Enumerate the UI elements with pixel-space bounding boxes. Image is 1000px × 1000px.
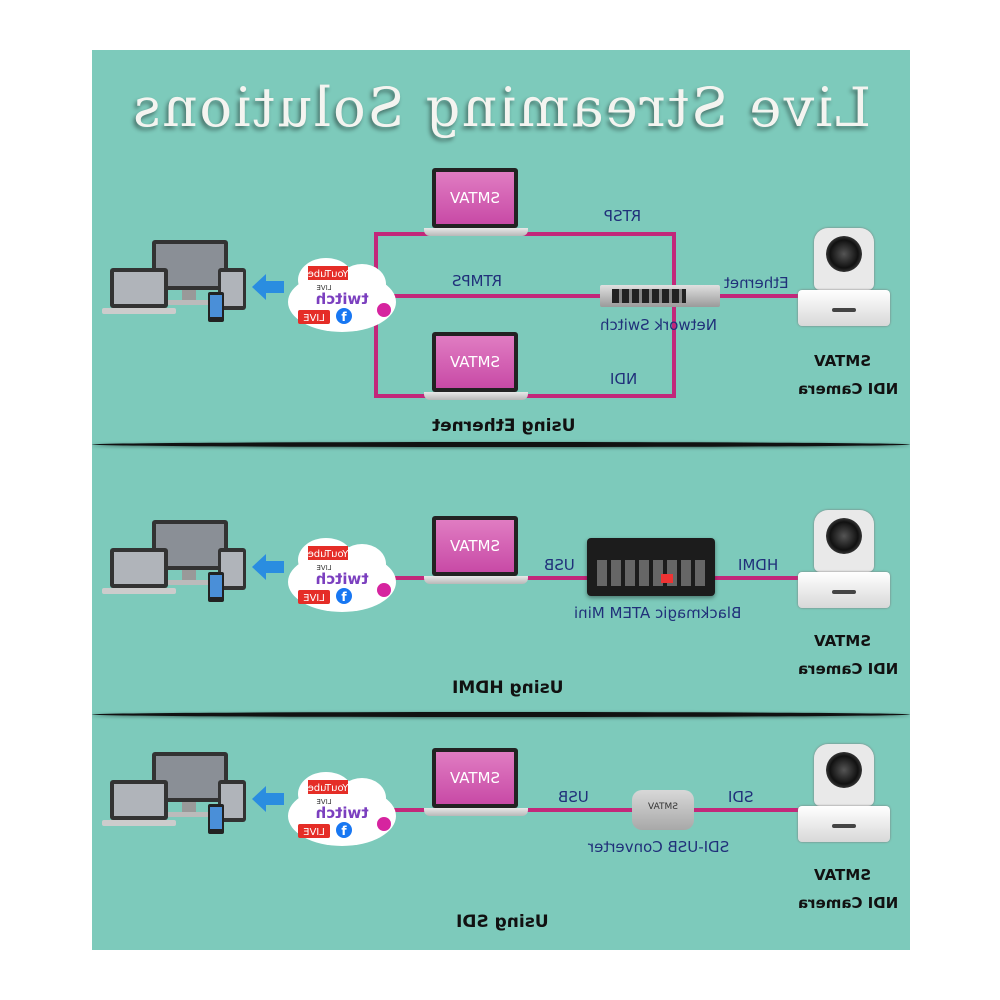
rtsp-label: RTSP bbox=[604, 207, 642, 225]
atem-mini-label: Blackmagic ATEM Mini bbox=[574, 604, 742, 622]
diagram-canvas: Live Streaming Solutions RTSP RTMPS NDI … bbox=[92, 50, 910, 950]
youtube-live-text: LIVE bbox=[316, 798, 331, 806]
usb-label: USB bbox=[544, 556, 575, 574]
camera-brand-label: SMTAV bbox=[814, 866, 871, 884]
live-badge-text: LIVE bbox=[303, 827, 325, 838]
youtube-logo-text: YouTube bbox=[308, 549, 350, 560]
laptop-icon: SMTAV bbox=[424, 168, 528, 242]
laptop-screen-label: SMTAV bbox=[449, 189, 501, 207]
devices-icon bbox=[96, 518, 246, 608]
rtsp-wire-right bbox=[672, 232, 676, 398]
laptop-icon: SMTAV bbox=[424, 332, 528, 406]
hdmi-wire bbox=[714, 576, 808, 580]
sdi-caption: Using SDI bbox=[456, 912, 549, 932]
twitch-logo-text: twitch bbox=[316, 290, 369, 308]
ethernet-caption: Using Ethernet bbox=[432, 416, 576, 436]
rtmps-wire bbox=[392, 294, 602, 298]
youtube-logo-text: YouTube bbox=[308, 783, 350, 794]
sdi-wire bbox=[692, 808, 808, 812]
facebook-icon: f bbox=[341, 590, 347, 604]
section-divider bbox=[92, 442, 910, 447]
ptz-camera-icon bbox=[792, 744, 892, 844]
ndi-label: NDI bbox=[610, 370, 638, 388]
section-divider bbox=[92, 712, 910, 717]
facebook-icon: f bbox=[341, 310, 347, 324]
cloud-platforms-icon: YouTube LIVE twitch LIVE f bbox=[286, 532, 401, 617]
hdmi-label: HDMI bbox=[738, 556, 779, 574]
camera-model-label: NDI Camera bbox=[798, 660, 899, 678]
network-switch-icon bbox=[600, 285, 720, 307]
laptop-screen-label: SMTAV bbox=[449, 769, 501, 787]
arrow-left-icon bbox=[252, 272, 284, 302]
ethernet-label: Ethernet bbox=[724, 274, 789, 292]
usb-label: USB bbox=[558, 788, 589, 806]
live-badge-text: LIVE bbox=[303, 593, 325, 604]
sdi-converter-icon: SMTAV bbox=[632, 790, 694, 830]
rtmps-label: RTMPS bbox=[452, 272, 503, 290]
converter-brand-label: SMTAV bbox=[648, 802, 679, 812]
laptop-screen-label: SMTAV bbox=[449, 537, 501, 555]
ptz-camera-icon bbox=[792, 228, 892, 328]
youtube-logo-text: YouTube bbox=[308, 269, 350, 280]
facebook-icon: f bbox=[341, 824, 347, 838]
atem-mini-icon bbox=[587, 538, 715, 596]
camera-brand-label: SMTAV bbox=[814, 352, 871, 370]
laptop-screen-label: SMTAV bbox=[449, 353, 501, 371]
arrow-left-icon bbox=[252, 552, 284, 582]
hdmi-caption: Using HDMI bbox=[452, 678, 564, 698]
twitch-logo-text: twitch bbox=[316, 570, 369, 588]
devices-icon bbox=[96, 750, 246, 840]
camera-model-label: NDI Camera bbox=[798, 894, 899, 912]
ethernet-wire bbox=[718, 294, 808, 298]
laptop-icon: SMTAV bbox=[424, 748, 528, 822]
arrow-left-icon bbox=[252, 784, 284, 814]
live-badge-text: LIVE bbox=[303, 313, 325, 324]
youtube-live-text: LIVE bbox=[316, 284, 331, 292]
network-switch-label: Network Switch bbox=[600, 316, 717, 334]
laptop-icon: SMTAV bbox=[424, 516, 528, 590]
devices-icon bbox=[96, 238, 246, 328]
ptz-camera-icon bbox=[792, 510, 892, 610]
sdi-label: SDI bbox=[728, 788, 754, 806]
twitch-logo-text: twitch bbox=[316, 804, 369, 822]
cloud-platforms-icon: YouTube LIVE twitch LIVE f bbox=[286, 766, 401, 851]
cloud-platforms-icon: YouTube LIVE twitch LIVE f bbox=[286, 252, 401, 337]
camera-brand-label: SMTAV bbox=[814, 632, 871, 650]
youtube-live-text: LIVE bbox=[316, 564, 331, 572]
sdi-converter-label: SDI-USB Converter bbox=[588, 838, 730, 856]
camera-model-label: NDI Camera bbox=[798, 380, 899, 398]
diagram-title: Live Streaming Solutions bbox=[131, 76, 871, 139]
